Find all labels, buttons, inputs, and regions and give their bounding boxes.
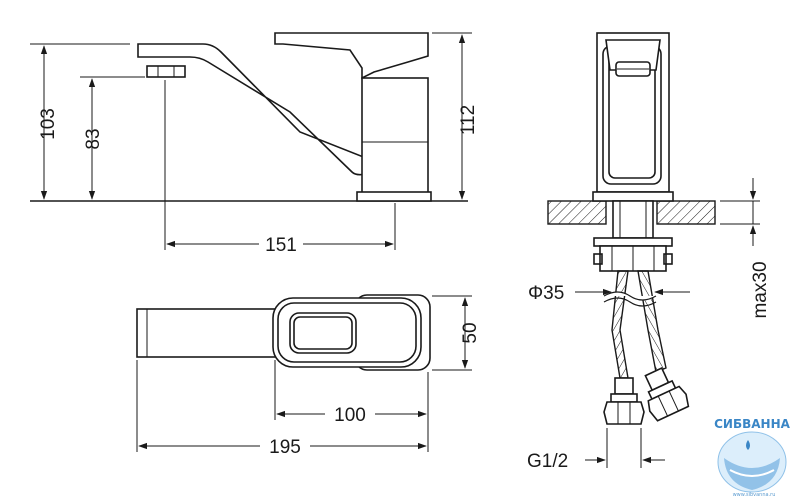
dim-label-151: 151 xyxy=(265,235,297,256)
front-base xyxy=(592,191,674,202)
dim-label-d35: Φ35 xyxy=(528,283,564,304)
front-hose-right xyxy=(637,270,667,373)
logo-url: www.sibvanna.ru xyxy=(733,492,776,498)
top-spout xyxy=(136,308,286,358)
side-handle xyxy=(274,32,429,80)
side-base-flange xyxy=(356,191,432,202)
top-handle-window xyxy=(289,312,357,354)
side-view: 103 83 112 151 xyxy=(30,32,479,256)
dim-label-100: 100 xyxy=(334,405,366,426)
front-nut-left xyxy=(603,401,645,425)
front-hose-left xyxy=(611,270,629,379)
side-spout xyxy=(137,43,367,176)
side-aerator xyxy=(146,65,186,78)
front-shank xyxy=(612,200,654,239)
front-washer xyxy=(593,237,673,247)
logo-name: СИБВАННА xyxy=(714,417,791,431)
side-body xyxy=(361,77,429,194)
front-fitting-left xyxy=(614,377,634,395)
top-view: 50 100 195 xyxy=(136,294,481,458)
dim-label-103: 103 xyxy=(38,108,59,140)
front-nut-right xyxy=(647,385,690,422)
dim-label-112: 112 xyxy=(458,105,479,135)
brand-logo: СИБВАННА www.sibvanna.ru xyxy=(714,417,791,498)
dim-label-83: 83 xyxy=(83,128,104,149)
front-view: Φ35 G1/2 max30 xyxy=(527,32,771,472)
countertop-left xyxy=(547,200,607,225)
countertop-right xyxy=(656,200,716,225)
dim-label-50: 50 xyxy=(460,322,481,343)
dim-label-max30: max30 xyxy=(750,261,771,318)
dim-label-195: 195 xyxy=(269,437,301,458)
dim-label-g12: G1/2 xyxy=(527,451,568,472)
